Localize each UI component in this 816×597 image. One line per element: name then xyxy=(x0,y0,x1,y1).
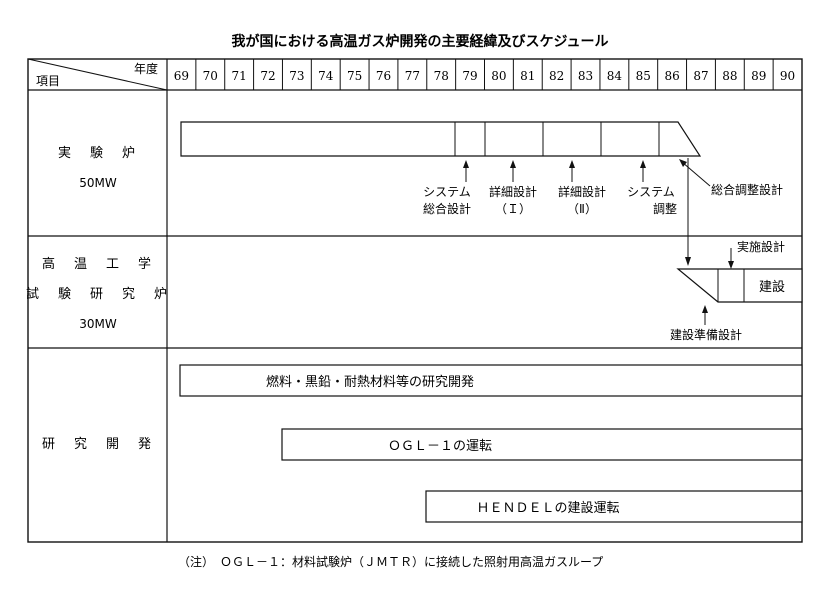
year-label-72: 72 xyxy=(260,69,275,83)
row-power-experimental-reactor: 50MW xyxy=(79,176,117,190)
year-label-82: 82 xyxy=(549,69,564,83)
bar-ogl-operation xyxy=(281,428,803,461)
year-label-76: 76 xyxy=(376,69,391,83)
arrow-head-construction-prep xyxy=(702,305,708,313)
arrow-head-system-adjust xyxy=(640,160,646,168)
year-label-87: 87 xyxy=(693,69,708,83)
row-label-htr-line2: 試 験 研 究 炉 xyxy=(26,286,170,302)
row-label-htr-line1: 高 温 工 学 xyxy=(42,256,154,272)
year-label-85: 85 xyxy=(636,69,651,83)
arrow-overall-adjust xyxy=(681,161,711,187)
year-label-70: 70 xyxy=(203,69,218,83)
milestone-arrows-experimental xyxy=(463,159,711,187)
year-label-69: 69 xyxy=(174,69,189,83)
header-diagonal xyxy=(27,58,168,91)
arrow-head-detailed-design-2 xyxy=(569,160,575,168)
year-header-label: 年度 xyxy=(134,61,158,76)
label-system-design-1: システム xyxy=(423,185,471,199)
arrow-head-system-design xyxy=(463,160,469,168)
label-detailed-design-2b: （Ⅱ） xyxy=(567,202,597,216)
label-construction: 建設 xyxy=(759,279,785,295)
label-construction-prep-design: 建設準備設計 xyxy=(670,327,742,342)
label-system-adjust-2: 調整 xyxy=(653,201,677,216)
bar-hendel xyxy=(425,490,803,523)
htr-bar xyxy=(676,268,803,303)
label-overall-adjust-design: 総合調整設計 xyxy=(711,182,783,197)
label-system-design-2: 総合設計 xyxy=(423,201,471,216)
experimental-reactor-outline xyxy=(180,121,702,157)
year-label-78: 78 xyxy=(434,69,449,83)
diagram-title: 我が国における高温ガス炉開発の主要経緯及びスケジュール xyxy=(231,33,608,50)
item-header-label: 項目 xyxy=(36,74,60,88)
year-label-86: 86 xyxy=(664,69,679,83)
row-label-experimental-reactor: 実 験 炉 xyxy=(58,145,138,161)
label-detailed-design-2a: 詳細設計 xyxy=(558,184,606,199)
arrow-head-implementation-design xyxy=(728,261,734,269)
bar-fuel-rnd xyxy=(179,364,803,397)
label-detailed-design-1a: 詳細設計 xyxy=(489,184,537,199)
year-label-74: 74 xyxy=(318,69,334,83)
label-detailed-design-1b: （Ｉ） xyxy=(495,202,531,216)
year-label-81: 81 xyxy=(520,69,535,83)
bar-label-ogl-operation: ＯＧＬ－１の運転 xyxy=(388,439,492,454)
year-grid xyxy=(195,59,774,90)
year-label-90: 90 xyxy=(780,69,795,83)
year-label-77: 77 xyxy=(405,69,420,83)
year-label-83: 83 xyxy=(578,69,593,83)
bar-label-hendel: ＨＥＮＤＥＬの建設運転 xyxy=(476,500,619,516)
row-label-rnd: 研 究 開 発 xyxy=(42,437,154,452)
transition-arrow-head xyxy=(685,257,691,266)
year-labels: 69 70 71 72 73 74 75 76 77 78 79 80 81 82 83 84 85 86 87 88… xyxy=(174,69,795,83)
htr-bar-outline xyxy=(676,268,803,303)
year-label-79: 79 xyxy=(462,69,477,83)
bar-label-fuel-rnd: 燃料・黒鉛・耐熱材料等の研究開発 xyxy=(266,374,474,390)
year-label-71: 71 xyxy=(232,69,247,83)
footnote: （注） ＯＧＬ－１：材料試験炉（ＪＭＴＲ）に接続した照射用高温ガスループ xyxy=(178,554,603,569)
arrow-head-overall-adjust xyxy=(679,159,687,167)
label-system-adjust-1: システム xyxy=(627,185,675,199)
label-implementation-design: 実施設計 xyxy=(737,239,785,254)
year-label-88: 88 xyxy=(722,69,737,83)
year-label-80: 80 xyxy=(491,69,506,83)
row-power-htr: 30MW xyxy=(79,317,117,331)
year-label-75: 75 xyxy=(347,69,362,83)
arrow-head-detailed-design-1 xyxy=(510,160,516,168)
year-label-89: 89 xyxy=(751,69,766,83)
experimental-reactor-bar xyxy=(180,121,702,157)
year-label-73: 73 xyxy=(289,69,304,83)
year-label-84: 84 xyxy=(607,69,623,83)
